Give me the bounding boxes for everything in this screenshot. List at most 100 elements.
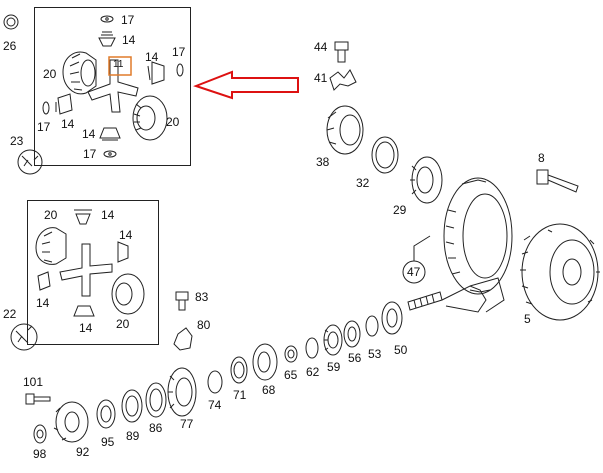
part-20-side-gear-mid-left[interactable] [35, 227, 67, 265]
part-41-bracket[interactable] [329, 69, 357, 91]
part-14-pinion-bottom[interactable] [99, 127, 121, 141]
part-71-ring[interactable] [230, 356, 248, 384]
part-68-bearing[interactable] [252, 343, 278, 381]
part-74-ring[interactable] [207, 370, 223, 394]
label-59: 59 [327, 360, 341, 374]
part-38-bearing[interactable] [326, 105, 364, 155]
label-14-left: 14 [61, 117, 75, 131]
label-20-mid-left: 20 [44, 208, 58, 222]
label-74: 74 [208, 398, 222, 412]
part-ring-gear[interactable] [443, 177, 513, 295]
part-11-differential-spider[interactable] [87, 59, 139, 113]
highlight-box [108, 56, 132, 76]
label-41: 41 [314, 71, 328, 85]
label-44: 44 [314, 40, 328, 54]
part-20-side-gear-left[interactable] [62, 51, 97, 95]
part-14-pinion-right[interactable] [147, 61, 165, 85]
part-80-bracket[interactable] [173, 327, 193, 351]
part-20-side-gear-right[interactable] [132, 95, 168, 141]
label-47: 47 [407, 265, 421, 279]
label-101: 101 [23, 375, 44, 389]
part-47-marker[interactable] [402, 235, 431, 284]
label-20-right: 20 [166, 115, 180, 129]
label-92: 92 [76, 445, 90, 459]
part-17-washer-top[interactable] [100, 15, 114, 23]
part-89-ring[interactable] [121, 389, 143, 423]
part-86-ring[interactable] [145, 382, 167, 418]
part-53-ring[interactable] [365, 315, 379, 337]
label-32: 32 [356, 176, 370, 190]
part-92-flange[interactable] [53, 401, 89, 443]
label-17-right: 17 [172, 45, 186, 59]
part-17-washer-bottom[interactable] [103, 150, 117, 158]
part-17-washer-right[interactable] [176, 63, 184, 77]
part-83-bolt[interactable] [175, 291, 189, 311]
inset-differential-top [34, 7, 191, 166]
label-80: 80 [197, 318, 211, 332]
label-8: 8 [538, 151, 545, 165]
part-5-differential-carrier[interactable] [520, 223, 600, 321]
part-50-shim[interactable] [381, 301, 403, 335]
label-14-mid-top: 14 [101, 208, 115, 222]
label-95: 95 [101, 435, 115, 449]
part-50-pinion-shaft[interactable] [407, 277, 505, 313]
label-14-mid-left: 14 [36, 296, 50, 310]
label-11: 11 [113, 59, 124, 70]
part-95-ring[interactable] [96, 399, 116, 429]
part-26-washer[interactable] [3, 14, 19, 30]
label-53: 53 [368, 347, 382, 361]
part-14-pinion-top[interactable] [98, 31, 116, 47]
label-71: 71 [233, 388, 247, 402]
label-17-top: 17 [121, 13, 135, 27]
inset-differential-middle [27, 200, 159, 345]
part-17-washer-left[interactable] [42, 101, 50, 115]
label-14-bottom: 14 [82, 127, 96, 141]
part-32-ring[interactable] [371, 136, 399, 174]
label-62: 62 [306, 365, 320, 379]
part-77-bearing[interactable] [167, 367, 197, 417]
label-50: 50 [394, 343, 408, 357]
part-14-pinion-mid-left[interactable] [37, 271, 51, 291]
part-101-bolt[interactable] [25, 393, 51, 405]
label-68: 68 [262, 383, 276, 397]
part-62-ring[interactable] [305, 337, 319, 359]
part-8-bolt[interactable] [536, 169, 579, 193]
label-89: 89 [126, 429, 140, 443]
label-14-right: 14 [145, 50, 159, 64]
part-14-pinion-left[interactable] [55, 93, 73, 115]
part-29-bearing[interactable] [410, 156, 443, 204]
label-29: 29 [393, 203, 407, 217]
label-17-left: 17 [37, 120, 51, 134]
part-65-nut[interactable] [284, 345, 298, 363]
label-14-mid-bottom: 14 [79, 321, 93, 335]
label-22: 22 [3, 307, 17, 321]
part-56-bearing[interactable] [343, 320, 361, 348]
label-17-bottom: 17 [83, 147, 97, 161]
label-98: 98 [33, 447, 47, 461]
arrow-left-icon [193, 70, 299, 100]
label-26: 26 [3, 39, 17, 53]
label-20-mid-right: 20 [116, 317, 130, 331]
part-14-pinion-mid-top[interactable] [74, 209, 92, 225]
label-65: 65 [284, 368, 298, 382]
wrench-icon [10, 323, 38, 351]
part-44-bolt[interactable] [334, 41, 349, 63]
label-14-mid-right: 14 [119, 228, 133, 242]
part-20-side-gear-mid-right[interactable] [111, 273, 145, 315]
part-98-washer[interactable] [33, 424, 47, 444]
label-5: 5 [524, 312, 531, 326]
part-59-bearing[interactable] [323, 324, 343, 356]
label-86: 86 [149, 421, 163, 435]
label-77: 77 [180, 417, 194, 431]
label-14-top: 14 [122, 33, 136, 47]
part-14-pinion-mid-bottom[interactable] [73, 305, 95, 317]
part-spider-mid[interactable] [59, 243, 113, 297]
label-56: 56 [348, 351, 362, 365]
label-20-left: 20 [43, 67, 57, 81]
part-14-pinion-mid-right[interactable] [117, 241, 129, 263]
label-23: 23 [10, 134, 24, 148]
label-83: 83 [195, 290, 209, 304]
label-38: 38 [316, 155, 330, 169]
